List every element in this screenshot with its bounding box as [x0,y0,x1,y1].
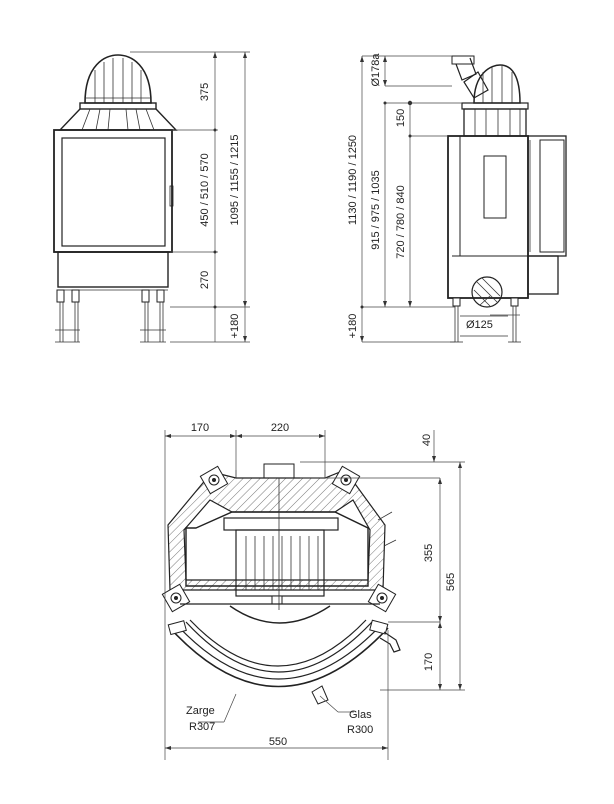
front-door-glass [61,137,166,247]
dim-plan-flue-width: 220 [271,422,289,434]
dim-plan-depth-lower: 170 [423,653,435,671]
side-air-inlet [471,276,503,308]
dim-front-base: 270 [199,271,211,289]
front-body [53,129,173,253]
plan-glass-arcs [167,619,389,688]
dim-plan-width: 550 [269,736,287,748]
callout-glas-label: Glas [349,709,372,721]
side-view: Ø178a 150 1130 / 1190 / 1250 915 / 975 /… [347,53,567,343]
dim-side-leg-extension: +180 [347,314,359,339]
side-legs [450,297,521,343]
front-view: 375 450 / 510 / 570 1095 / 1155 / 1215 2… [53,51,250,343]
front-base [57,251,169,288]
plan-corner-bolts [161,465,397,613]
side-outlet-pipe [451,55,489,99]
callout-glas-radius: R300 [347,724,373,736]
dim-side-door-heights: 720 / 780 / 840 [395,185,407,258]
dim-front-leg-extension: +180 [229,314,241,339]
plan-view: 170 220 40 355 565 170 550 Zarge R307 Gl… [161,422,465,760]
dim-side-total-heights: 1130 / 1190 / 1250 [347,135,359,225]
dim-plan-depth-upper: 355 [423,544,435,562]
plan-grate [223,517,339,605]
front-legs [55,289,166,343]
dim-side-offset: 150 [395,109,407,127]
dim-front-door-heights: 450 / 510 / 570 [199,153,211,226]
dim-front-total-heights: 1095 / 1155 / 1215 [229,135,241,226]
side-window [483,155,507,219]
dim-side-outlet: Ø178a [370,53,382,87]
plan-door-handle [379,631,401,653]
front-dome [58,54,178,131]
dim-plan-top-gap: 40 [421,434,433,446]
callout-zarge-radius: R307 [189,721,215,733]
dim-side-air-inlet: Ø125 [466,319,493,331]
dim-plan-depth-total: 565 [445,573,457,591]
dim-plan-left-offset: 170 [191,422,209,434]
dim-front-dome: 375 [199,83,211,101]
callout-zarge-label: Zarge [186,705,215,717]
side-door-frame [527,135,567,295]
dim-side-mid-heights: 915 / 975 / 1035 [370,170,382,250]
